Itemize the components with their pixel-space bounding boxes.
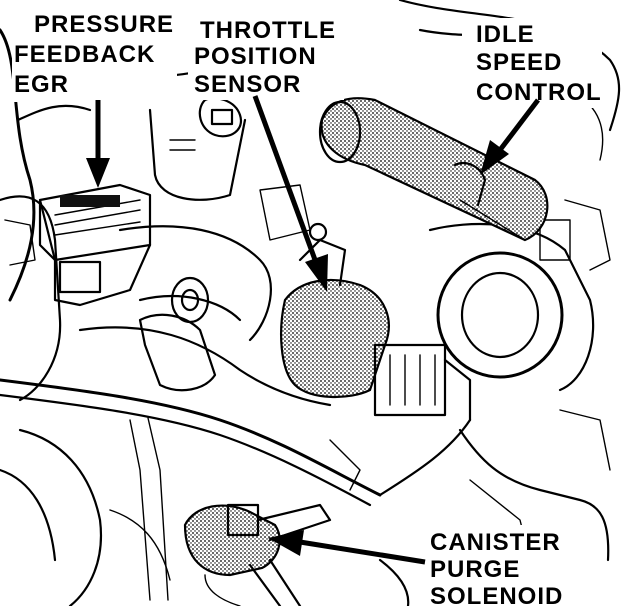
label-idle-speed-control: IDLE SPEED CONTROL bbox=[476, 21, 602, 106]
cps-arrow bbox=[268, 530, 426, 565]
label-throttle-position-sensor: THROTTLE POSITION SENSOR bbox=[194, 17, 336, 98]
egr-label-line1: PRESSURE bbox=[34, 11, 174, 38]
cps-label-line1: CANISTER bbox=[430, 529, 561, 556]
egr-label-line2: FEEDBACK bbox=[14, 41, 155, 68]
egr-label-line3: EGR bbox=[14, 71, 69, 98]
label-canister-purge-solenoid: CANISTER PURGE SOLENOID bbox=[430, 529, 563, 606]
isc-label-line3: CONTROL bbox=[476, 79, 602, 106]
isc-label-line2: SPEED bbox=[476, 49, 562, 76]
tps-label-line1: THROTTLE bbox=[200, 17, 336, 44]
tps-label-line2: POSITION bbox=[194, 43, 317, 70]
cps-label-line2: PURGE bbox=[430, 556, 520, 583]
cps-label-line3: SOLENOID bbox=[430, 583, 563, 606]
isc-label-line1: IDLE bbox=[476, 21, 535, 48]
label-pressure-feedback-egr: PRESSURE FEEDBACK EGR bbox=[14, 11, 174, 98]
tps-label-line3: SENSOR bbox=[194, 71, 301, 98]
egr-arrow bbox=[86, 100, 110, 188]
isc-arrow bbox=[480, 98, 540, 175]
tps-arrow bbox=[252, 95, 328, 292]
